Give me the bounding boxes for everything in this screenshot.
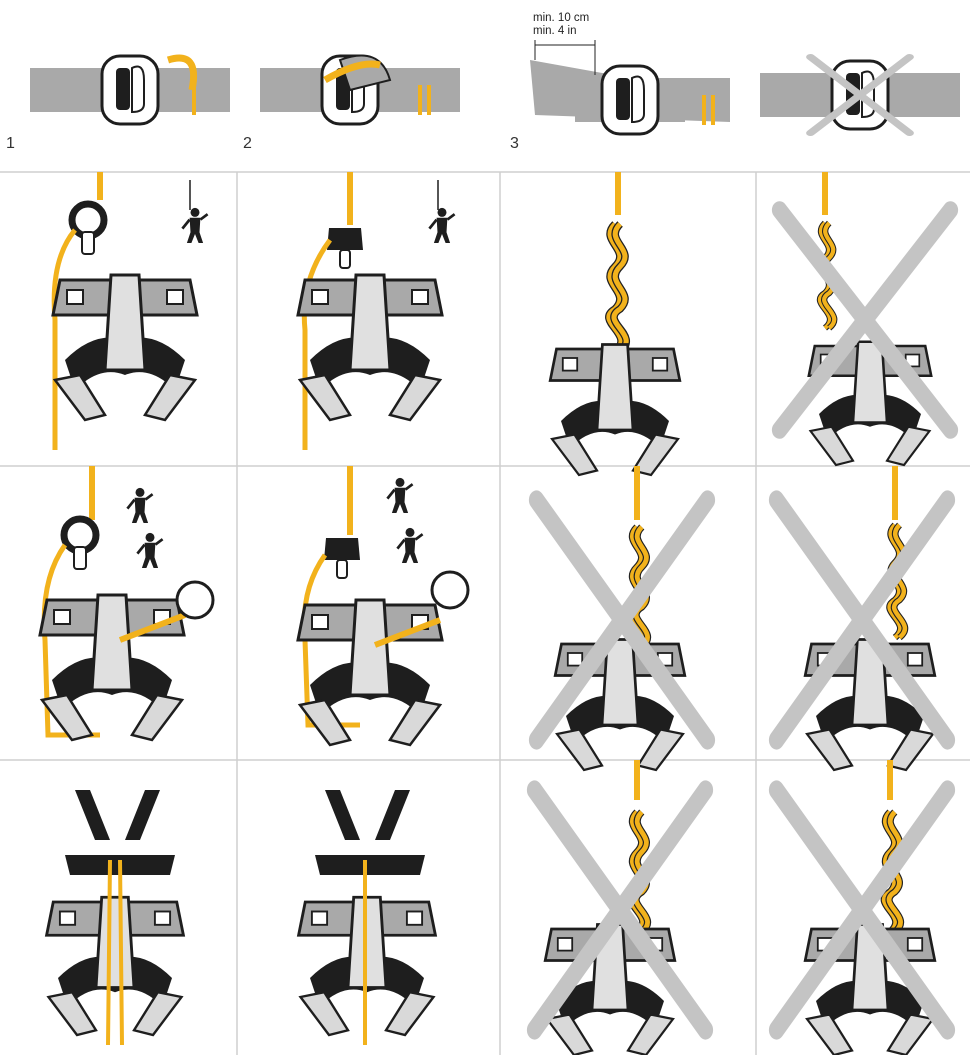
- climber-icon: [387, 478, 412, 513]
- tie-in-wrong-3: [777, 466, 948, 770]
- figure-eight-knot-icon: [609, 224, 626, 352]
- dimension-imperial: min. 4 in: [533, 25, 576, 37]
- climber-icon: [429, 208, 454, 243]
- harness-icon: [298, 600, 442, 745]
- buckle-step-1: [30, 56, 230, 124]
- step-number-1: 1: [6, 135, 15, 153]
- harness-icon: [550, 345, 680, 476]
- tie-in-wrong-1: [780, 172, 951, 465]
- chest-harness-panel-1: [47, 790, 184, 1045]
- climber-icon: [182, 208, 207, 243]
- step-number-2: 2: [243, 135, 252, 153]
- step-number-3: 3: [510, 135, 519, 153]
- belay-device-icon: [327, 228, 363, 268]
- buckle-step-2: [260, 56, 460, 125]
- tie-in-wrong-5: [777, 760, 948, 1055]
- belay-ring-panel: [53, 172, 208, 450]
- harness-icon: [40, 595, 184, 740]
- tie-in-wrong-2: [537, 466, 708, 770]
- buckle-step-3: [530, 40, 730, 134]
- climber-icon: [397, 528, 422, 563]
- belay-device-icon: [64, 519, 96, 569]
- climber-icon: [137, 533, 162, 568]
- belay-device-icon: [324, 538, 360, 578]
- belay-plate-lanyard-panel: [298, 466, 468, 745]
- tie-in-wrong-4: [535, 760, 706, 1055]
- dimension-metric: min. 10 cm: [533, 12, 589, 24]
- belay-ring-lanyard-panel: [40, 466, 213, 740]
- chest-harness-panel-2: [299, 790, 436, 1045]
- belay-device-icon: [72, 204, 104, 254]
- climber-icon: [127, 488, 152, 523]
- harness-icon: [53, 275, 197, 420]
- harness-icon: [555, 640, 685, 771]
- belay-plate-panel: [298, 172, 455, 450]
- harness-icon: [47, 897, 184, 1035]
- tie-in-correct: [550, 172, 680, 475]
- buckle-wrong: [760, 57, 960, 133]
- harness-icon: [298, 275, 442, 420]
